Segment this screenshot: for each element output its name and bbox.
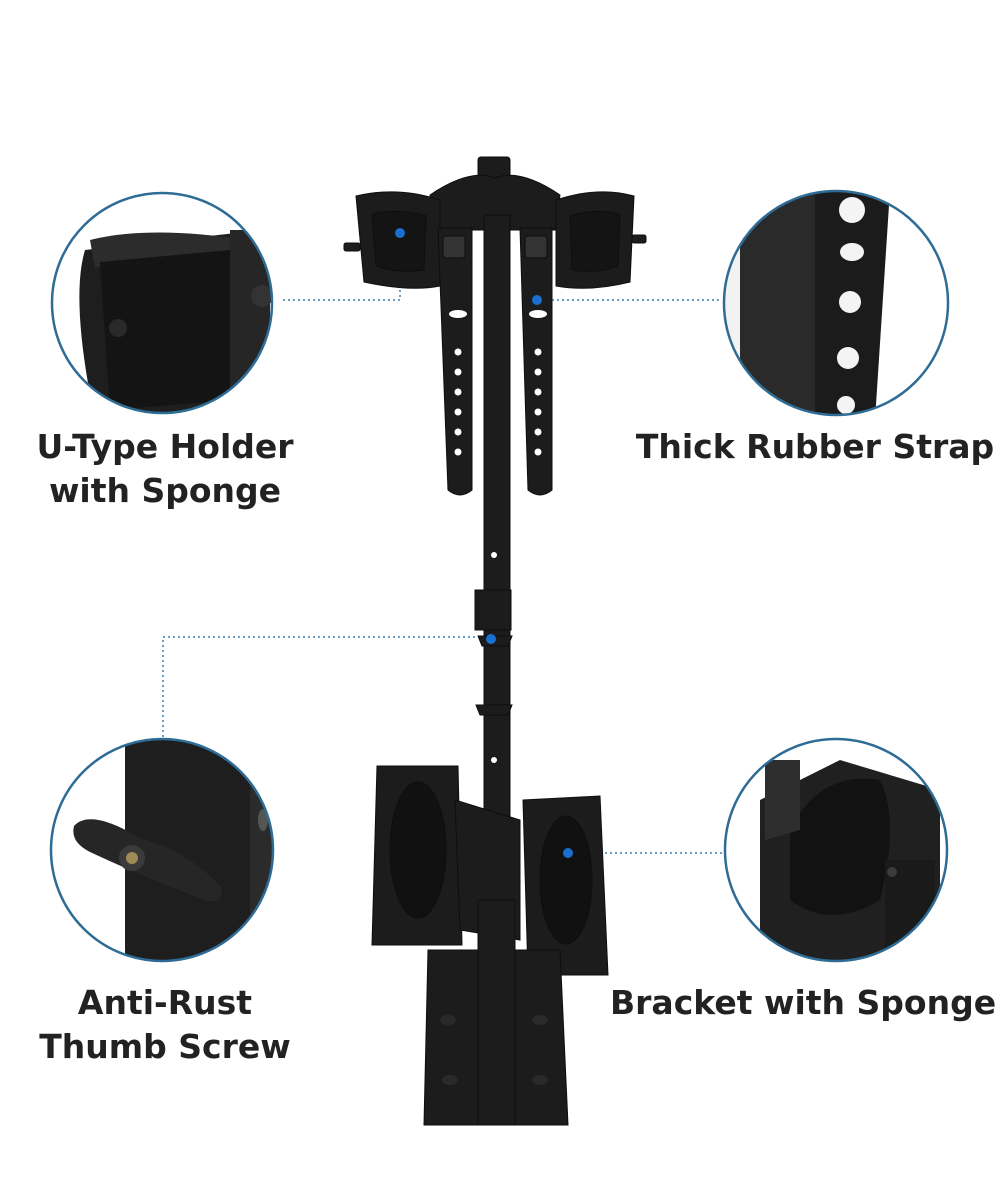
bracket-sponge-label-line1: Bracket with Sponge — [610, 983, 997, 1022]
thumb-screw-label-line2: Thumb Screw — [39, 1027, 291, 1066]
rubber-strap-label-line1: Thick Rubber Strap — [635, 427, 995, 466]
bike-rack-product — [343, 156, 647, 1126]
detail-circle-rubber-strap — [722, 189, 950, 417]
thumb-screw-label: Anti-Rust Thumb Screw — [0, 981, 335, 1069]
marker-dot-bracket — [563, 848, 573, 858]
marker-dot-strap — [532, 295, 542, 305]
marker-dot-u-holder — [395, 228, 405, 238]
rubber-strap-label: Thick Rubber Strap — [625, 425, 1000, 469]
u-type-holder-label-line2: with Sponge — [48, 471, 282, 510]
leader-line-thumb-screw — [162, 636, 490, 740]
u-type-holder-label: U-Type Holder with Sponge — [0, 425, 335, 513]
marker-dot-thumb-screw — [486, 634, 496, 644]
u-type-holder-label-line1: U-Type Holder — [36, 427, 294, 466]
detail-circle-bracket-sponge — [723, 737, 949, 963]
detail-circle-thumb-screw — [49, 737, 275, 963]
marker-dots — [395, 228, 573, 858]
thumb-screw-label-line1: Anti-Rust — [77, 983, 253, 1022]
bracket-sponge-label: Bracket with Sponge — [610, 981, 996, 1025]
detail-circle-u-holder — [50, 191, 274, 415]
